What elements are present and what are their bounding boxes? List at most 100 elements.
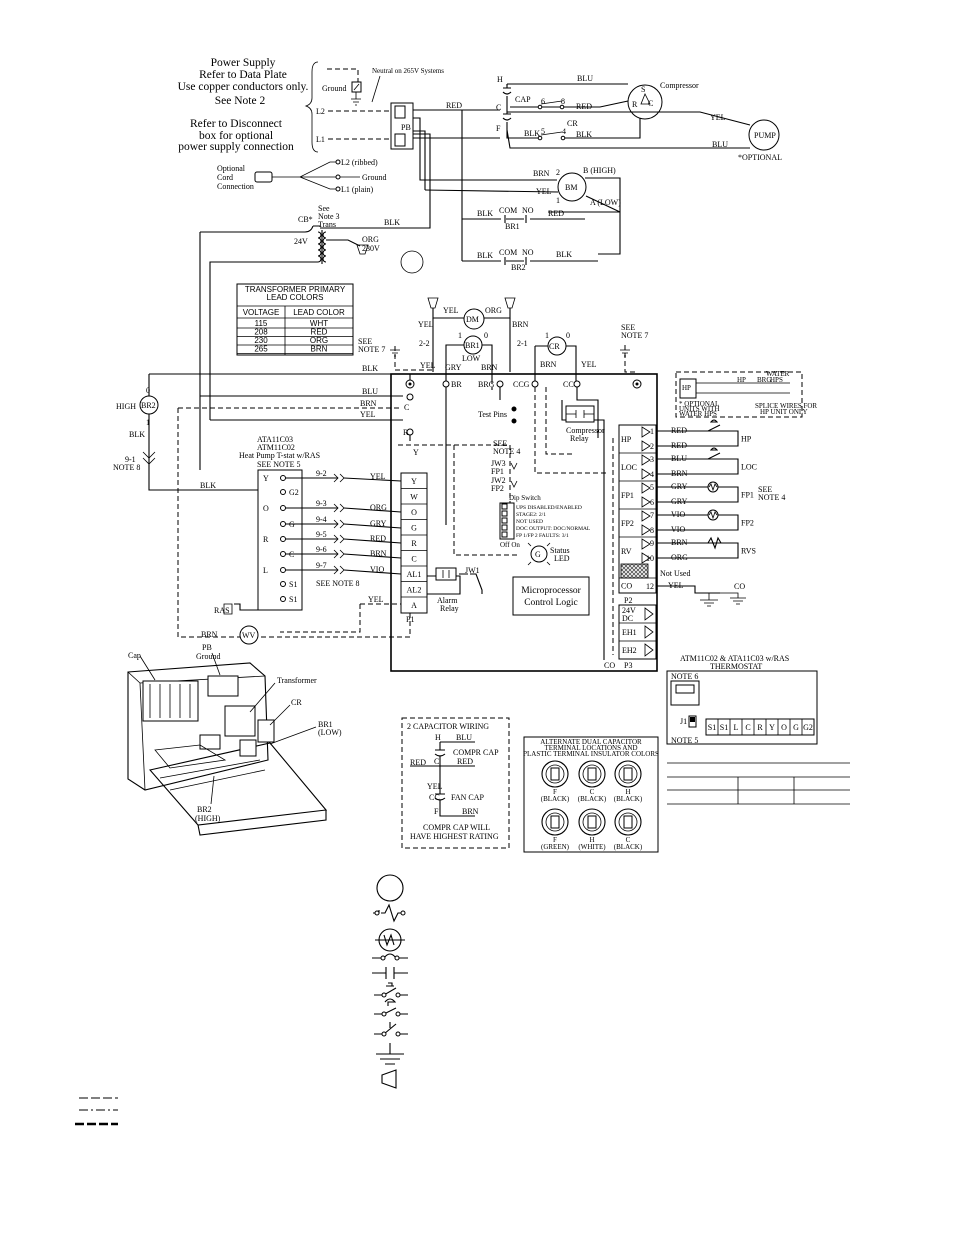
dip-label: NOT USED bbox=[516, 519, 543, 525]
svg-text:1: 1 bbox=[545, 331, 549, 340]
svg-text:H: H bbox=[497, 75, 503, 84]
svg-text:SEE NOTE 8: SEE NOTE 8 bbox=[316, 579, 360, 588]
svg-text:HP: HP bbox=[682, 384, 691, 392]
p1-pin-label: AL2 bbox=[407, 586, 422, 595]
svg-text:YEL: YEL bbox=[420, 361, 436, 370]
svg-text:BLK: BLK bbox=[524, 129, 540, 138]
p2-wire-color: RED bbox=[671, 441, 687, 450]
svg-text:Compressor: Compressor bbox=[566, 426, 605, 435]
power-brace bbox=[304, 61, 319, 153]
svg-text:BLK: BLK bbox=[362, 364, 378, 373]
compressor-label: Compressor bbox=[660, 81, 699, 90]
dip-toggle[interactable] bbox=[501, 517, 508, 524]
svg-text:NO: NO bbox=[522, 206, 534, 215]
cap-terminal-letter: C bbox=[590, 788, 595, 796]
damper-motor-symbol bbox=[463, 308, 485, 330]
legend-symbols bbox=[75, 874, 408, 1126]
svg-text:VOLTAGE: VOLTAGE bbox=[243, 308, 280, 317]
tstat-wire-color: GRY bbox=[370, 519, 387, 528]
primary-color-cell: ORG bbox=[310, 336, 328, 345]
svg-text:LED: LED bbox=[554, 554, 570, 563]
circuit-breaker-icon bbox=[199, 225, 320, 470]
cord-label-3: Connection bbox=[217, 182, 254, 191]
status-led bbox=[530, 545, 548, 563]
cap-terminal-color: (WHITE) bbox=[578, 843, 606, 851]
cord-ground-label: Ground bbox=[362, 173, 386, 182]
primary-voltage-cell: 230 bbox=[254, 336, 268, 345]
svg-text:NOTE 5: NOTE 5 bbox=[671, 736, 698, 745]
svg-text:YEL: YEL bbox=[427, 782, 443, 791]
cap-terminal-letter: C bbox=[626, 836, 631, 844]
dip-toggle[interactable] bbox=[501, 531, 508, 538]
p2-wire-color: VIO bbox=[671, 525, 685, 534]
svg-text:WATER HPS: WATER HPS bbox=[679, 410, 717, 418]
svg-text:BLK: BLK bbox=[129, 430, 145, 439]
tstat-wire-id: 9-7 bbox=[316, 561, 327, 570]
cap-terminal bbox=[578, 760, 606, 788]
svg-text:Dip Switch: Dip Switch bbox=[509, 494, 541, 502]
svg-text:LOW: LOW bbox=[462, 354, 481, 363]
svg-text:NOTE 8: NOTE 8 bbox=[113, 463, 140, 472]
svg-text:LEAD COLORS: LEAD COLORS bbox=[267, 293, 324, 302]
copper-label: Use copper conductors only. bbox=[178, 81, 309, 93]
p2-pin-number: 6 bbox=[650, 498, 654, 507]
svg-text:C: C bbox=[648, 99, 653, 108]
thermostat-detail: ATM11C02 & ATA11C03 w/RAS THERMOSTAT NOT… bbox=[666, 654, 850, 805]
p1-pin-label: AL1 bbox=[407, 570, 422, 579]
tstat-wire-id: 9-6 bbox=[316, 545, 327, 554]
power-supply-label: Power Supply bbox=[211, 57, 276, 69]
p3-block-label: 24V bbox=[622, 606, 636, 615]
primary-color-cell: WHT bbox=[310, 319, 328, 328]
transformer-section: CB* See Note 3 Trans 24V ORG 230V BLK bbox=[199, 204, 424, 470]
svg-text:1: 1 bbox=[556, 196, 560, 205]
svg-text:230V: 230V bbox=[362, 244, 380, 253]
dip-label: FP 1/FP 2 FAULTS: 3/1 bbox=[516, 533, 569, 539]
svg-text:Relay: Relay bbox=[570, 434, 589, 443]
svg-text:5: 5 bbox=[541, 127, 545, 136]
svg-text:BR1: BR1 bbox=[318, 720, 333, 729]
dip-toggle[interactable] bbox=[501, 510, 508, 517]
p2-wiring: REDREDBLUBRNGRYGRYVIOVIOBRNORGHPLOCFP1FP… bbox=[656, 419, 785, 607]
dip-toggle[interactable] bbox=[501, 524, 508, 531]
svg-text:R: R bbox=[403, 428, 409, 437]
tstat-wire-color: ORG bbox=[370, 503, 387, 512]
svg-text:GRY: GRY bbox=[445, 363, 462, 372]
svg-text:BLK: BLK bbox=[384, 218, 400, 227]
svg-text:RAS: RAS bbox=[214, 606, 230, 615]
l1-plain-label: L1 (plain) bbox=[341, 185, 374, 194]
thermostat-terminal-label: Y bbox=[769, 723, 775, 732]
cap-terminal-color: (GREEN) bbox=[541, 843, 570, 851]
p2-device-label: LOC bbox=[741, 463, 757, 472]
dip-toggle[interactable] bbox=[501, 503, 508, 510]
svg-text:F: F bbox=[434, 807, 439, 816]
motor-section: H C F CAP BLU RED 6 8 RED CR BLK 5 4 BLK… bbox=[320, 74, 782, 272]
tstat-terminal-block bbox=[257, 469, 303, 611]
svg-text:0: 0 bbox=[566, 331, 570, 340]
svg-text:YEL: YEL bbox=[368, 595, 384, 604]
svg-text:BR1: BR1 bbox=[505, 222, 520, 231]
board-outline bbox=[390, 373, 658, 672]
svg-text:PLASTIC TERMINAL INSULATOR COL: PLASTIC TERMINAL INSULATOR COLORS bbox=[523, 750, 659, 758]
p2-block-label: RV bbox=[621, 547, 632, 556]
neutral-label: Neutral on 265V Systems bbox=[372, 67, 444, 75]
svg-text:6: 6 bbox=[541, 97, 545, 106]
ground-label: Ground bbox=[322, 84, 346, 93]
svg-text:R: R bbox=[632, 100, 638, 109]
cap-terminal-color: (BLACK) bbox=[578, 795, 607, 803]
svg-text:P2: P2 bbox=[624, 596, 632, 605]
svg-text:Microprocessor: Microprocessor bbox=[521, 586, 581, 596]
svg-text:BLK: BLK bbox=[576, 130, 592, 139]
no-contact-legend bbox=[372, 967, 408, 979]
wire-bundle-marker bbox=[400, 250, 424, 274]
temp-switch-legend bbox=[374, 998, 408, 1015]
tstat-terminal-screw bbox=[280, 551, 286, 557]
not-used-pin bbox=[620, 563, 649, 579]
svg-text:TRANSFORMER PRIMARY: TRANSFORMER PRIMARY bbox=[245, 285, 346, 294]
p2-pin-number: 7 bbox=[650, 511, 654, 520]
optional-label: *OPTIONAL bbox=[738, 153, 782, 162]
tstat-terminal-screw bbox=[280, 567, 286, 573]
plug-icon bbox=[427, 297, 439, 309]
svg-text:CR: CR bbox=[291, 698, 302, 707]
svg-text:BRN: BRN bbox=[481, 363, 498, 372]
svg-text:BR1: BR1 bbox=[465, 341, 480, 350]
